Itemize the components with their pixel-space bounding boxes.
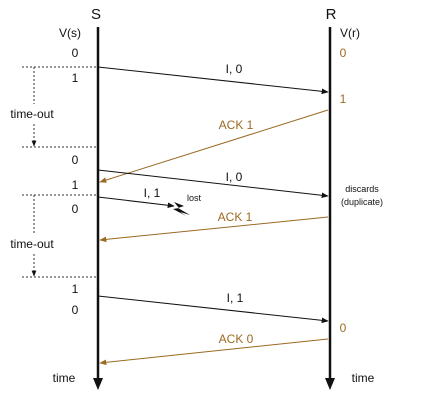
message-label: ACK 1 [219, 118, 254, 132]
message-label: ACK 0 [219, 332, 254, 346]
discards-note: discards [345, 184, 379, 194]
sender-value: 1 [72, 178, 79, 192]
frame-arrow-lost [97, 196, 175, 209]
sender-value: 1 [72, 282, 79, 296]
sender-value: 0 [72, 303, 79, 317]
timeout-bracket-2 [22, 194, 98, 278]
timeout-label: time-out [10, 107, 54, 121]
receiver-time-label: time [352, 371, 375, 385]
timeout-bracket-1 [22, 66, 98, 148]
sender-value: 0 [72, 153, 79, 167]
sender-time-label: time [53, 371, 76, 385]
receiver-timeline-arrowhead [325, 378, 335, 390]
receiver-name: R [326, 6, 337, 23]
receiver-value: 0 [340, 321, 347, 335]
message-label: I, 0 [226, 62, 243, 76]
discards-note-detail: (duplicate) [341, 197, 383, 207]
frame-arrow [97, 169, 329, 199]
sender-value: 1 [72, 71, 79, 85]
receiver-value: 0 [340, 46, 347, 60]
sender-var-label: V(s) [59, 26, 81, 40]
frame-arrow [97, 295, 329, 324]
sender-value: 0 [72, 46, 79, 60]
message-label: I, 1 [144, 186, 161, 200]
ack-arrow [99, 338, 329, 366]
message-label: I, 1 [227, 291, 244, 305]
sender-name: S [91, 6, 101, 23]
ack-arrow [99, 109, 329, 183]
message-label: I, 0 [226, 170, 243, 184]
receiver-value: 1 [340, 92, 347, 106]
ack-arrow [99, 216, 329, 243]
lost-label: lost [187, 193, 202, 203]
message-label: ACK 1 [218, 210, 253, 224]
timeout-label: time-out [10, 237, 54, 251]
lightning-icon [173, 202, 190, 216]
frame-arrow [97, 66, 329, 95]
receiver-var-label: V(r) [340, 26, 360, 40]
sender-timeline-arrowhead [93, 378, 103, 390]
sender-value: 0 [72, 202, 79, 216]
